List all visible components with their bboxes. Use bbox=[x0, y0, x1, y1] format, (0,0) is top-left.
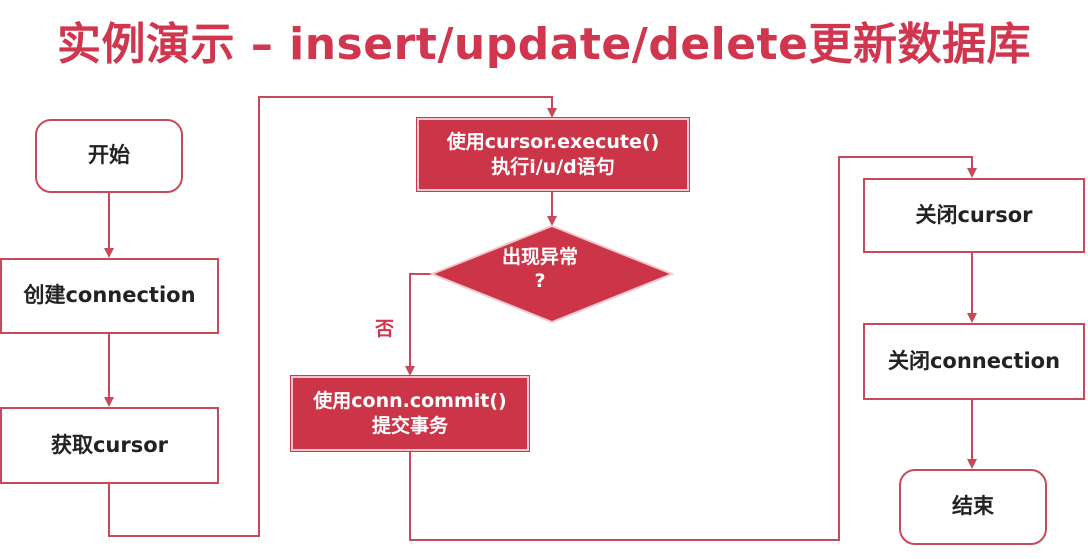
node-execute-line2: 执行i/u/d语句 bbox=[491, 155, 615, 178]
node-execute-line1: 使用cursor.execute() bbox=[446, 130, 660, 153]
node-create-connection-label: 创建connection bbox=[23, 283, 196, 308]
node-start: 开始 bbox=[35, 119, 183, 193]
slide-title: 实例演示 – insert/update/delete更新数据库 bbox=[57, 19, 1031, 70]
node-close-connection-label: 关闭connection bbox=[887, 348, 1061, 373]
edge-label-no: 否 bbox=[375, 318, 395, 340]
edge-commit-to-close-cursor bbox=[409, 156, 977, 541]
node-close-cursor: 关闭cursor bbox=[863, 178, 1085, 253]
decision-label-line1: 出现异常 bbox=[501, 246, 578, 268]
edge-decision-to-commit bbox=[405, 273, 432, 376]
node-commit: 使用conn.commit() 提交事务 bbox=[291, 376, 529, 451]
node-commit-line1: 使用conn.commit() bbox=[313, 389, 507, 412]
node-create-connection: 创建connection bbox=[0, 258, 219, 334]
node-start-label: 开始 bbox=[88, 143, 130, 168]
decision-label-line2: ? bbox=[534, 269, 546, 292]
node-commit-line2: 提交事务 bbox=[371, 414, 448, 437]
edge-cursor-to-execute bbox=[108, 96, 557, 537]
node-end: 结束 bbox=[899, 469, 1047, 545]
node-end-label: 结束 bbox=[952, 494, 994, 519]
node-get-cursor-label: 获取cursor bbox=[50, 432, 169, 457]
decision-label: 出现异常 ? bbox=[470, 246, 610, 294]
node-execute: 使用cursor.execute() 执行i/u/d语句 bbox=[417, 118, 689, 191]
decision-diamond bbox=[429, 224, 675, 324]
node-close-connection: 关闭connection bbox=[863, 323, 1085, 400]
node-close-cursor-label: 关闭cursor bbox=[915, 202, 1033, 227]
node-get-cursor: 获取cursor bbox=[0, 407, 219, 484]
